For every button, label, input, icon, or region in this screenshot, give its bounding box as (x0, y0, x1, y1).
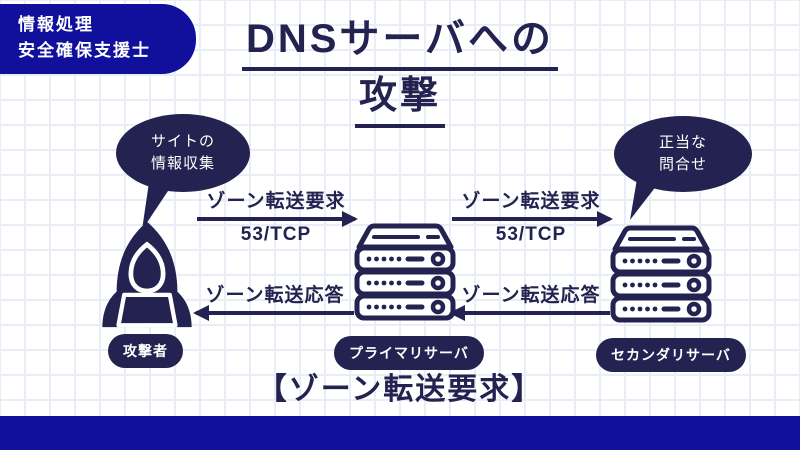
arrow-label: ゾーン転送応答 (205, 285, 345, 306)
bubble-attacker-line1: サイトの (150, 132, 215, 150)
zone-transfer-request-arrow-2: ゾーン転送要求 53/TCP (452, 191, 613, 246)
speech-bubble-tail (630, 176, 664, 220)
arrow-shaft-left (193, 304, 354, 321)
certification-badge: 情報処理 安全確保支援士 (0, 4, 196, 74)
hacker-icon (90, 216, 204, 330)
port-label: 53/TCP (240, 223, 312, 245)
arrow-shaft-right (452, 210, 613, 227)
bubble-secondary-line1: 正当な (658, 133, 707, 151)
badge-line2: 安全確保支援士 (18, 41, 151, 61)
bubble-attacker-line2: 情報収集 (150, 155, 215, 172)
speech-bubble-secondary: 正当な 問合せ (614, 116, 752, 220)
arrow-shaft-left (449, 304, 610, 321)
arrow-label: ゾーン転送応答 (461, 285, 601, 306)
server-rack-icon-secondary (606, 224, 716, 324)
arrowhead-right-icon (597, 210, 613, 227)
page-title: DNSサーバへの 攻撃 (241, 16, 559, 128)
speech-bubble-attacker: サイトの 情報収集 (116, 114, 250, 230)
primary-server-label: プライマリサーバ (334, 336, 484, 370)
arrowhead-right-icon (342, 210, 358, 227)
bottom-caption: 【ゾーン転送要求】 (256, 373, 544, 406)
bottom-accent-bar (0, 416, 800, 450)
arrowhead-left-icon (449, 304, 465, 321)
title-line1: DNSサーバへの (241, 16, 559, 71)
secondary-server-label: セカンダリサーバ (596, 338, 746, 372)
port-label: 53/TCP (495, 223, 567, 245)
server-rack-icon-primary (350, 222, 460, 322)
zone-transfer-request-arrow-1: ゾーン転送要求 53/TCP (197, 191, 358, 246)
bubble-secondary-line2: 問合せ (658, 156, 707, 173)
arrow-label: ゾーン転送要求 (206, 191, 346, 212)
badge-line1: 情報処理 (18, 15, 94, 34)
title-line2: 攻撃 (354, 75, 445, 128)
attacker-label: 攻撃者 (108, 334, 183, 368)
zone-transfer-response-arrow-1: ゾーン転送応答 (193, 285, 354, 321)
arrow-shaft-right (197, 210, 358, 227)
arrowhead-left-icon (193, 304, 209, 321)
zone-transfer-response-arrow-2: ゾーン転送応答 (449, 285, 610, 321)
arrow-label: ゾーン転送要求 (461, 191, 601, 212)
